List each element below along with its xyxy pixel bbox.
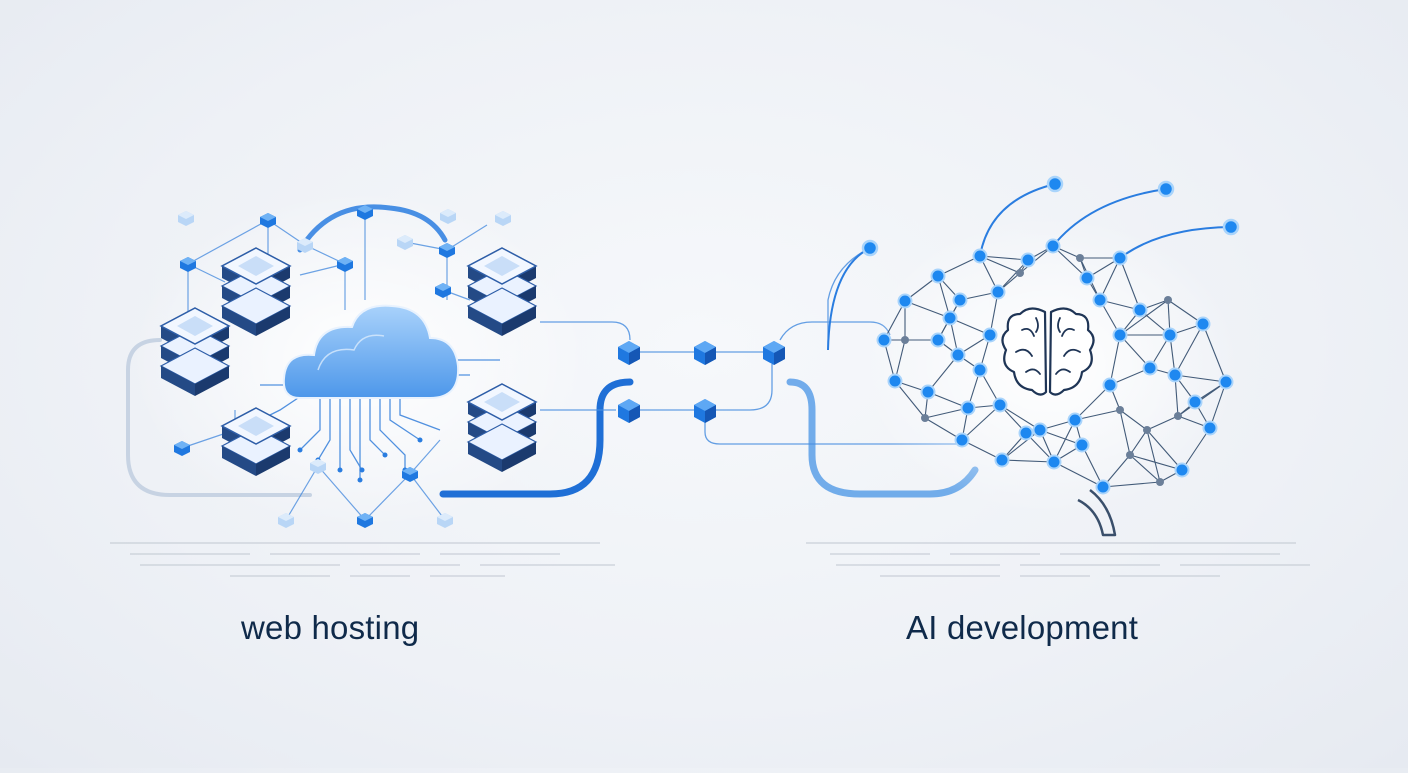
- network-node: [1142, 360, 1158, 376]
- network-node: [982, 327, 998, 343]
- antenna-node: [1046, 175, 1064, 193]
- network-node: [972, 248, 988, 264]
- network-node: [1132, 302, 1148, 318]
- ground-lines: [110, 542, 1310, 577]
- network-node: [954, 432, 970, 448]
- network-node: [930, 332, 946, 348]
- antenna-node: [1157, 180, 1175, 198]
- network-node: [952, 292, 968, 308]
- network-node: [921, 414, 929, 422]
- network-node: [1074, 437, 1090, 453]
- network-node: [994, 452, 1010, 468]
- network-node: [950, 347, 966, 363]
- lower-pipe: [439, 378, 634, 498]
- network-node: [1126, 451, 1134, 459]
- network-node: [901, 336, 909, 344]
- server-rack-icon: [220, 247, 292, 337]
- network-node: [1045, 238, 1061, 254]
- network-node: [1032, 422, 1048, 438]
- network-node: [1218, 374, 1234, 390]
- network-node: [1092, 292, 1108, 308]
- network-node: [1143, 426, 1151, 434]
- server-rack-icon: [466, 383, 538, 473]
- antenna-node: [861, 239, 879, 257]
- brain-stem: [1077, 489, 1117, 537]
- network-node: [1174, 412, 1182, 420]
- top-arc: [297, 204, 448, 253]
- ai-development-label: AI development: [906, 609, 1139, 646]
- server-rack-icon: [466, 247, 538, 337]
- network-node: [1195, 316, 1211, 332]
- network-node: [992, 397, 1008, 413]
- network-node: [990, 284, 1006, 300]
- network-node: [887, 373, 903, 389]
- network-node: [1156, 478, 1164, 486]
- network-node: [1167, 367, 1183, 383]
- network-node: [1112, 250, 1128, 266]
- web-hosting-label: web hosting: [241, 609, 420, 646]
- network-node: [1018, 425, 1034, 441]
- network-node: [1102, 377, 1118, 393]
- network-node: [1095, 479, 1111, 495]
- network-node: [1174, 462, 1190, 478]
- network-node: [1164, 296, 1172, 304]
- brain-icon: [1001, 307, 1095, 396]
- ai-development-cluster: [827, 175, 1240, 537]
- network-node: [1187, 394, 1203, 410]
- neural-network-icon: [827, 175, 1240, 495]
- network-node: [876, 332, 892, 348]
- network-node: [1079, 270, 1095, 286]
- network-node: [942, 310, 958, 326]
- network-node: [1046, 454, 1062, 470]
- network-node: [972, 362, 988, 378]
- network-node: [1202, 420, 1218, 436]
- server-rack-icon: [159, 307, 231, 397]
- antenna-node: [1222, 218, 1240, 236]
- web-hosting-cluster: [126, 190, 590, 530]
- network-node: [960, 400, 976, 416]
- network-node: [930, 268, 946, 284]
- network-node: [920, 384, 936, 400]
- network-node: [897, 293, 913, 309]
- network-node: [1116, 406, 1124, 414]
- network-node: [1016, 269, 1024, 277]
- network-node: [1112, 327, 1128, 343]
- cloud-icon: [282, 304, 460, 399]
- network-node: [1020, 252, 1036, 268]
- network-node: [1162, 327, 1178, 343]
- frame-line: [126, 338, 312, 497]
- server-rack-icon: [220, 407, 292, 477]
- network-node: [1067, 412, 1083, 428]
- network-node: [1076, 254, 1084, 262]
